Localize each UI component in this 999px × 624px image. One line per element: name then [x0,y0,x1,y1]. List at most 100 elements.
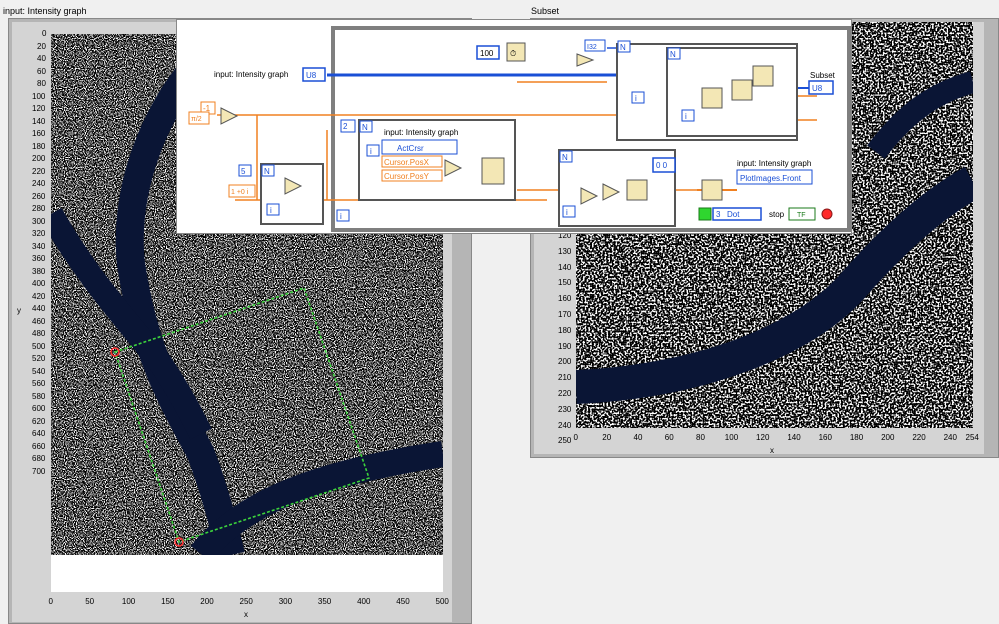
left-y-tick: 500 [32,341,46,351]
right-y-tick: 200 [558,357,572,367]
right-x-tick: 0 [573,433,578,442]
right-x-tick: 240 [943,433,957,442]
left-plot-white-area [51,555,443,592]
left-y-tick: 40 [37,54,46,63]
bd-tf: TF [797,212,806,219]
left-y-tick: 0 [42,29,47,38]
bd-input-label-inner: input: Intensity graph [384,128,458,137]
left-y-tick: 600 [32,404,46,413]
left-y-tick: 200 [32,154,46,163]
left-y-tick: 280 [32,204,46,213]
left-y-tick: 20 [37,41,46,51]
left-y-tick: 700 [32,466,46,476]
bd-zero-zero: 0 0 [656,161,668,170]
left-y-tick: 180 [32,141,46,151]
bd-i32: I32 [587,44,597,51]
left-y-tick: 380 [32,266,46,276]
block-diagram-svg: 100 ⏱ input: Intensity graph U8 N N I32 … [188,26,851,232]
left-y-tick: 360 [32,254,46,263]
left-y-tick: 140 [32,116,46,126]
bd-n-bottom: N [562,153,568,162]
bd-enum-dot: Dot [727,210,740,219]
block-diagram[interactable]: 100 ⏱ input: Intensity graph U8 N N I32 … [176,19,852,234]
right-x-axis-title: x [770,446,774,455]
left-y-tick: 160 [32,129,46,138]
bd-n-five: N [264,167,270,176]
bd-plotimages: PlotImages.Front [740,174,802,183]
left-y-tick: 620 [32,416,46,426]
left-y-tick: 320 [32,229,46,238]
right-y-tick: 160 [558,294,572,304]
right-y-tick: 230 [558,404,572,414]
left-panel-title: input: Intensity graph [3,6,87,16]
left-x-tick: 400 [357,597,371,606]
right-x-tick: 254 [965,433,979,442]
left-x-tick: 250 [239,597,253,606]
bd-i-five: i [270,206,272,215]
left-y-tick: 120 [32,104,46,113]
left-y-tick: 560 [32,379,46,388]
right-y-tick: 170 [558,310,572,319]
right-y-tick: 240 [558,420,572,430]
bd-u8-subset: U8 [812,84,823,93]
const-100: 100 [480,49,494,58]
left-y-tick: 80 [37,79,46,88]
right-y-tick: 190 [558,341,572,351]
right-x-tick: 80 [696,433,705,442]
right-y-tick: 150 [558,278,572,288]
bd-cursor-posy: Cursor.PosY [384,172,430,181]
right-y-tick: 220 [558,389,572,398]
left-y-tick: 100 [32,91,46,101]
right-x-tick: 140 [787,433,801,442]
bd-actcrsr: ActCrsr [397,144,424,153]
bd-minus-one: -1 [203,104,211,113]
left-y-tick: 680 [32,454,46,463]
bd-stop-label: stop [769,210,785,219]
right-y-tick: 180 [558,325,572,335]
left-x-tick: 150 [161,597,175,606]
right-x-tick: 60 [664,433,674,442]
bd-i-right1: i [635,94,637,103]
left-y-tick: 520 [32,354,46,363]
bd-input-label-top: input: Intensity graph [214,70,288,79]
left-x-tick: 300 [278,597,293,606]
right-x-tick: 160 [818,433,832,442]
left-y-tick: 400 [32,279,46,288]
left-x-tick: 0 [48,597,53,606]
right-x-tick: 40 [633,433,643,442]
right-y-tick: 130 [558,246,572,256]
right-y-tick: 210 [558,373,572,383]
bd-cursor-posx: Cursor.PosX [384,158,430,167]
left-y-tick: 540 [32,366,46,376]
left-x-axis-title: x [244,610,248,619]
left-y-tick: 240 [32,179,46,188]
left-y-tick: 440 [32,304,46,313]
left-y-tick: 660 [32,441,46,451]
bd-enum-num: 3 [716,210,721,219]
right-x-tick: 180 [849,433,864,442]
left-x-tick: 200 [200,597,214,606]
right-x-tick: 100 [724,433,739,442]
right-panel-title: Subset [531,6,560,16]
right-y-tick: 120 [558,231,572,240]
left-y-tick: 300 [32,216,46,226]
left-x-tick: 350 [317,597,332,606]
left-x-tick: 450 [396,597,410,606]
bd-complex: 1 +0 i [231,189,249,196]
right-x-tick: 200 [881,433,895,442]
right-x-tick: 220 [912,433,926,442]
right-x-tick: 120 [756,433,770,442]
bd-input-label-bottom: input: Intensity graph [737,159,811,168]
bd-u8-top: U8 [306,71,317,80]
right-x-tick: 20 [602,433,612,442]
left-y-tick: 480 [32,329,46,338]
bd-n-inner: N [362,123,368,132]
left-y-tick: 220 [32,166,46,176]
right-y-tick: 140 [558,262,572,272]
bd-two: 2 [343,122,348,131]
left-y-tick: 260 [32,191,46,201]
bd-i-right2: i [685,112,687,121]
left-y-tick: 580 [32,391,46,401]
left-y-tick: 460 [32,316,46,326]
bd-n-top2: N [670,50,676,59]
